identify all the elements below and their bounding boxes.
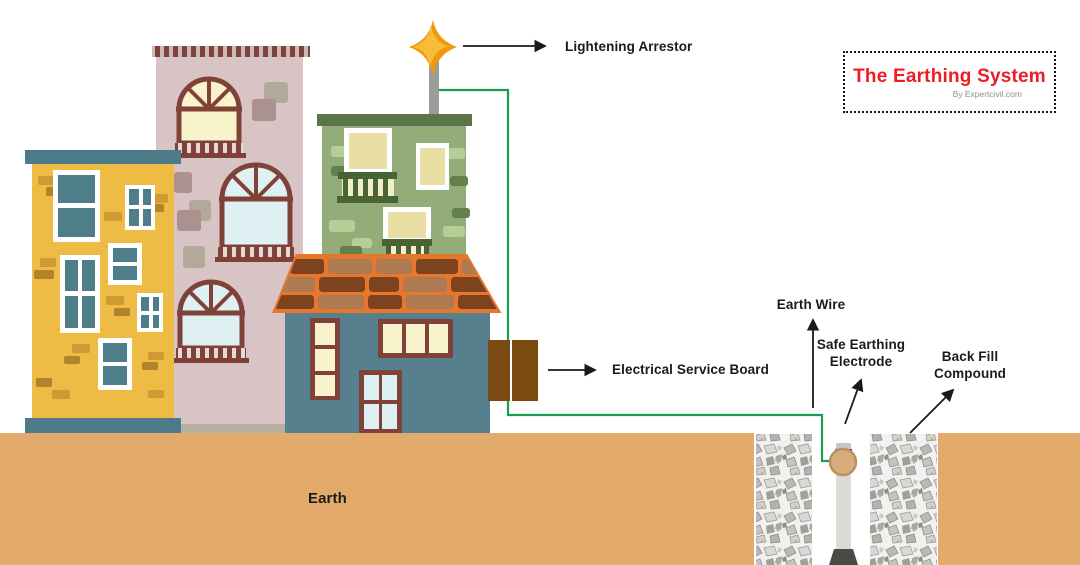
house-door <box>359 370 402 433</box>
building-yellow <box>25 150 181 433</box>
arrow-back-fill-compound <box>909 388 955 434</box>
lightning-arrestor-pole <box>429 56 439 116</box>
house-window-triple <box>378 319 453 358</box>
green-window-balcony-left <box>337 128 398 203</box>
label-safe-earthing-electrode: Safe Earthing Electrode <box>816 337 906 369</box>
label-electrical-service-board: Electrical Service Board <box>612 362 769 377</box>
label-back-fill-compound: Back Fill Compound <box>933 349 1007 381</box>
label-earth-wire: Earth Wire <box>776 297 846 312</box>
green-window-right <box>416 143 449 190</box>
label-lightening-arrestor: Lightening Arrestor <box>565 39 693 54</box>
pink-arch-window-top <box>172 76 246 158</box>
label-earth: Earth <box>308 490 347 507</box>
connector-clamp <box>828 447 858 477</box>
pink-arch-window-middle <box>215 162 297 262</box>
pink-wall-patches <box>174 82 288 268</box>
backfill-gravel-right <box>870 434 937 565</box>
title-box: The Earthing System By Expertcivil.com <box>843 51 1056 113</box>
backfill-gravel-left <box>756 434 812 565</box>
earth-wire-line <box>439 88 831 463</box>
building-teal-house <box>272 254 502 433</box>
page-title: The Earthing System <box>853 66 1046 87</box>
green-window-balcony-lower <box>382 207 432 261</box>
house-window-left <box>310 318 340 400</box>
sparkle-star-icon <box>409 20 457 76</box>
annotation-arrows <box>463 39 955 434</box>
pink-arch-window-bottom <box>173 279 249 363</box>
house-roof <box>272 254 502 313</box>
earth-ground <box>0 433 1080 565</box>
yellow-windows <box>53 170 163 390</box>
page-subtitle: By Expertcivil.com <box>952 89 1022 99</box>
arrow-safe-earthing-electrode <box>844 378 864 425</box>
cornice-stripes <box>152 46 310 57</box>
building-pink <box>152 46 310 433</box>
electrical-service-board-box <box>488 340 538 401</box>
